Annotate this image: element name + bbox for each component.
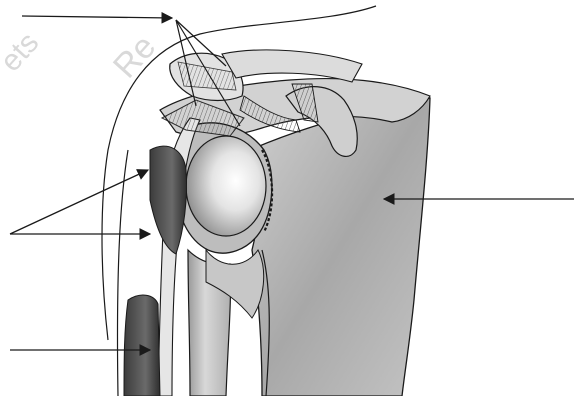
humeral-head	[186, 136, 266, 236]
muscle-belly-lower	[124, 295, 160, 396]
clavicle-shaft	[222, 50, 362, 82]
leader-line-top	[22, 16, 172, 18]
leader-line-left-middle-a	[10, 170, 148, 234]
muscle-belly-upper	[150, 146, 187, 254]
